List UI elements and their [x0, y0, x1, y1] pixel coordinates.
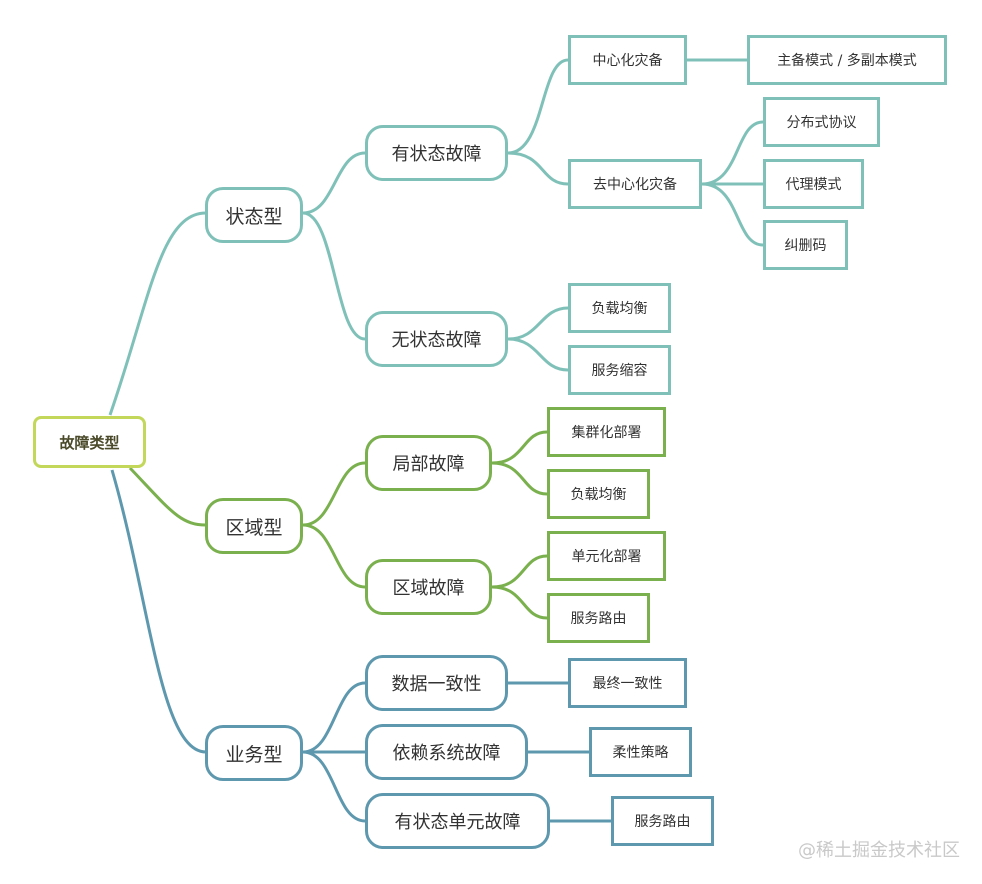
- node-distributed-protocol[interactable]: 分布式协议: [763, 97, 880, 147]
- node-local-failure[interactable]: 局部故障: [365, 435, 492, 491]
- connector-root-stateful: [108, 211, 207, 416]
- connector-stateful-stateful-failure: [302, 151, 366, 215]
- node-dependency-failure[interactable]: 依赖系统故障: [365, 724, 528, 780]
- node-erasure-code[interactable]: 纠删码: [763, 220, 848, 270]
- node-eventual-consistency[interactable]: 最终一致性: [568, 658, 687, 708]
- connector-root-region: [128, 466, 207, 527]
- connector-stateful-stateless-failure: [302, 211, 366, 341]
- connector-stateful-centralized: [507, 58, 569, 155]
- node-flexible-strategy[interactable]: 柔性策略: [589, 727, 692, 777]
- node-cluster-deploy[interactable]: 集群化部署: [547, 407, 666, 457]
- node-data-consistency[interactable]: 数据一致性: [365, 655, 508, 711]
- node-stateful-unit-failure[interactable]: 有状态单元故障: [365, 793, 550, 849]
- watermark-text: @稀土掘金技术社区: [798, 840, 960, 861]
- connector-local-cluster: [491, 430, 548, 465]
- node-centralized-dr[interactable]: 中心化灾备: [568, 35, 687, 85]
- node-local-load-balance[interactable]: 负载均衡: [547, 469, 650, 519]
- connector-root-business: [110, 469, 207, 754]
- node-unit-deploy[interactable]: 单元化部署: [547, 531, 666, 581]
- node-stateful-failure[interactable]: 有状态故障: [365, 125, 508, 181]
- connector-stateful-decentralized: [507, 151, 569, 186]
- branch-stateful[interactable]: 状态型: [205, 187, 303, 243]
- connector-region-region-failure: [302, 523, 366, 589]
- connector-decentralized-protocol: [701, 120, 764, 186]
- connector-regionfail-unit: [491, 554, 548, 589]
- node-stateless-load-balance[interactable]: 负载均衡: [568, 283, 671, 333]
- root-node[interactable]: 故障类型: [33, 416, 146, 468]
- node-stateless-failure[interactable]: 无状态故障: [365, 311, 508, 367]
- connector-local-loadbalance: [491, 461, 548, 496]
- connector-business-consistency: [302, 681, 366, 754]
- connector-business-stateful-unit: [302, 750, 366, 823]
- connector-decentralized-erasure: [701, 182, 764, 247]
- node-service-scaledown[interactable]: 服务缩容: [568, 345, 671, 395]
- connector-stateless-scaledown: [507, 337, 569, 372]
- connector-stateless-loadbalance: [507, 306, 569, 341]
- node-region-failure[interactable]: 区域故障: [365, 559, 492, 615]
- branch-region[interactable]: 区域型: [205, 498, 303, 554]
- node-region-service-routing[interactable]: 服务路由: [547, 593, 650, 643]
- branch-business[interactable]: 业务型: [205, 725, 303, 781]
- node-unit-service-routing[interactable]: 服务路由: [611, 796, 714, 846]
- connector-region-local-failure: [302, 461, 366, 527]
- node-decentralized-dr[interactable]: 去中心化灾备: [568, 159, 702, 209]
- node-proxy-mode[interactable]: 代理模式: [763, 159, 864, 209]
- connector-regionfail-routing: [491, 585, 548, 620]
- node-primary-backup-mode[interactable]: 主备模式 / 多副本模式: [747, 35, 947, 85]
